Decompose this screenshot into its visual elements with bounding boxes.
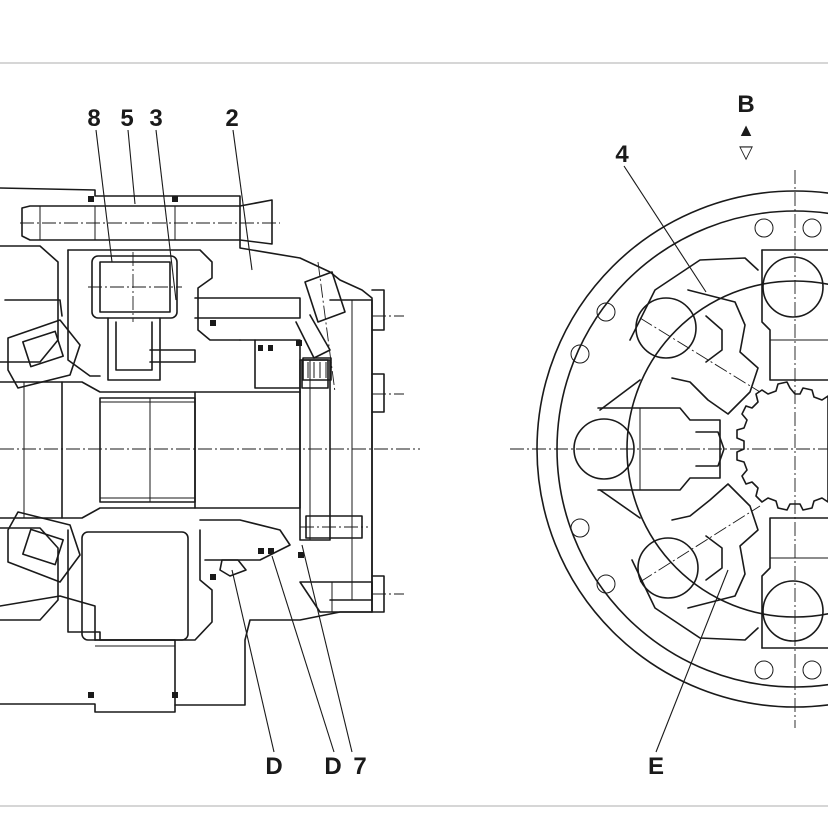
cross-section-view <box>510 170 828 728</box>
label-2: 2 <box>225 105 238 132</box>
label-B: B <box>737 91 754 118</box>
piston-bottom-right <box>761 517 828 649</box>
bearing-upper <box>4 299 81 389</box>
inclined-valve <box>295 261 346 393</box>
piston-top-right <box>761 249 828 381</box>
sectional-view <box>0 187 420 713</box>
section-arrow-down: ▽ <box>739 142 753 162</box>
bolt-holes <box>570 218 822 680</box>
label-3: 3 <box>149 105 162 132</box>
label-7: 7 <box>353 753 366 780</box>
label-5: 5 <box>120 105 133 132</box>
label-E: E <box>648 753 664 780</box>
label-D-2: D <box>324 753 341 780</box>
label-8: 8 <box>87 105 100 132</box>
label-D-1: D <box>265 753 282 780</box>
piston-upper-left <box>635 289 761 415</box>
leader-lines <box>95 129 729 753</box>
bearing-lower <box>7 511 81 583</box>
section-arrow-up: ▲ <box>737 120 755 140</box>
piston-left <box>573 407 725 491</box>
piston-lower-left <box>637 483 761 609</box>
internal-spline <box>736 381 828 511</box>
label-4: 4 <box>615 141 629 168</box>
